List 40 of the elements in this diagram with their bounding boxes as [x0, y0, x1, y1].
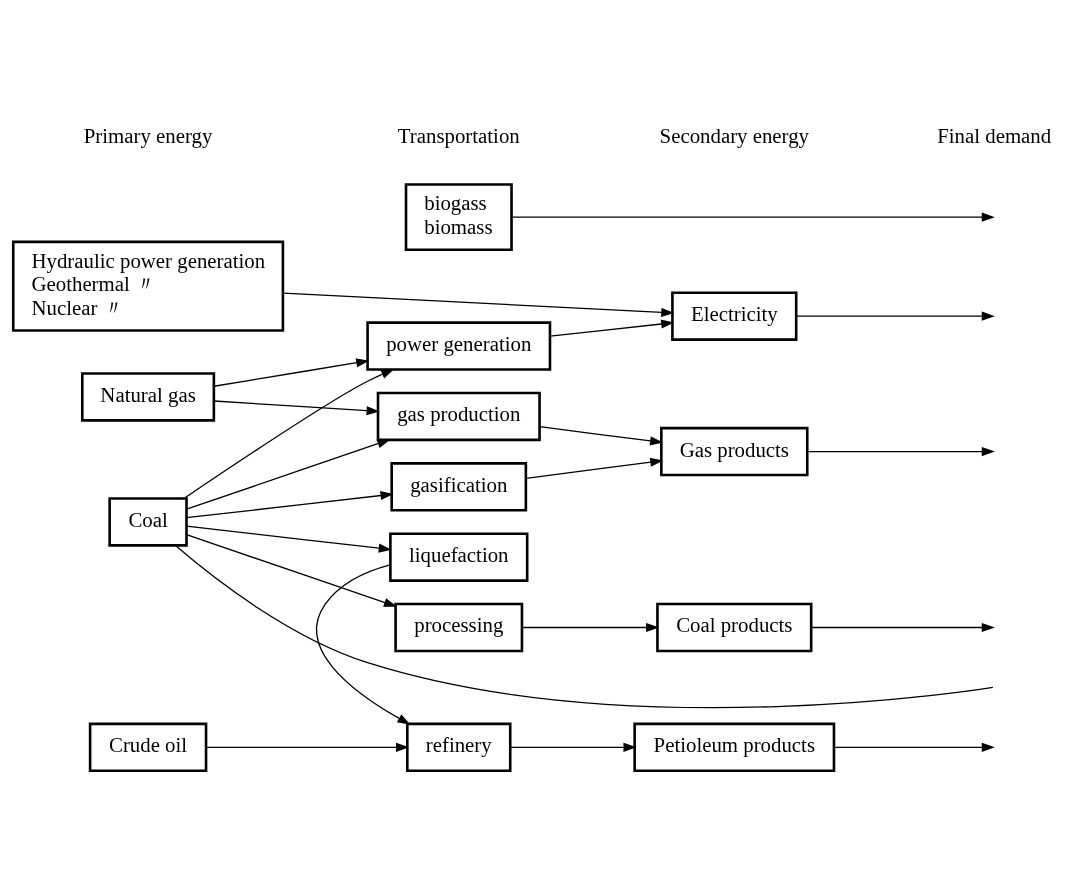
node-box: Electricity [671, 291, 798, 341]
arrow [185, 439, 391, 510]
label: Secondary energy [659, 123, 810, 148]
node-box: biogass biomass [404, 183, 513, 251]
node-box: Hydraulic power generation Geothermal 〃 Nuclear 〃 [11, 240, 285, 332]
arrow [185, 525, 392, 553]
arrow [205, 742, 410, 752]
connector [174, 544, 994, 709]
node-box: Gas products [660, 426, 809, 477]
arrow [525, 457, 664, 479]
node-box: Crude oil [88, 722, 208, 773]
label: Final demand [937, 123, 1052, 148]
arrow [833, 742, 995, 752]
node-box: Coal products [656, 602, 813, 653]
arrow [806, 447, 995, 457]
arrow [213, 400, 380, 416]
node-box: Petioleum products [633, 722, 836, 773]
node-box: Coal [108, 497, 188, 547]
arrow [549, 319, 675, 337]
arrow [510, 742, 637, 752]
node-box: processing [394, 602, 524, 653]
arrow [521, 622, 660, 633]
arrow [185, 491, 394, 519]
node-box: gas production [376, 391, 541, 442]
node-box: gasification [390, 462, 528, 512]
arrow [539, 426, 664, 446]
arrow [183, 368, 395, 500]
arrow [185, 534, 397, 607]
node-box: liquefaction [389, 532, 529, 582]
arrow [316, 564, 411, 725]
node-box: refinery [406, 722, 512, 773]
arrow [282, 292, 675, 317]
node-box: Natural gas [81, 372, 216, 422]
arrow [213, 358, 370, 387]
arrow [810, 622, 995, 633]
arrow [795, 311, 995, 321]
node-box: power generation [366, 321, 552, 371]
label: Transportation [397, 123, 520, 148]
arrow [511, 212, 995, 222]
label: Primary energy [83, 123, 213, 148]
